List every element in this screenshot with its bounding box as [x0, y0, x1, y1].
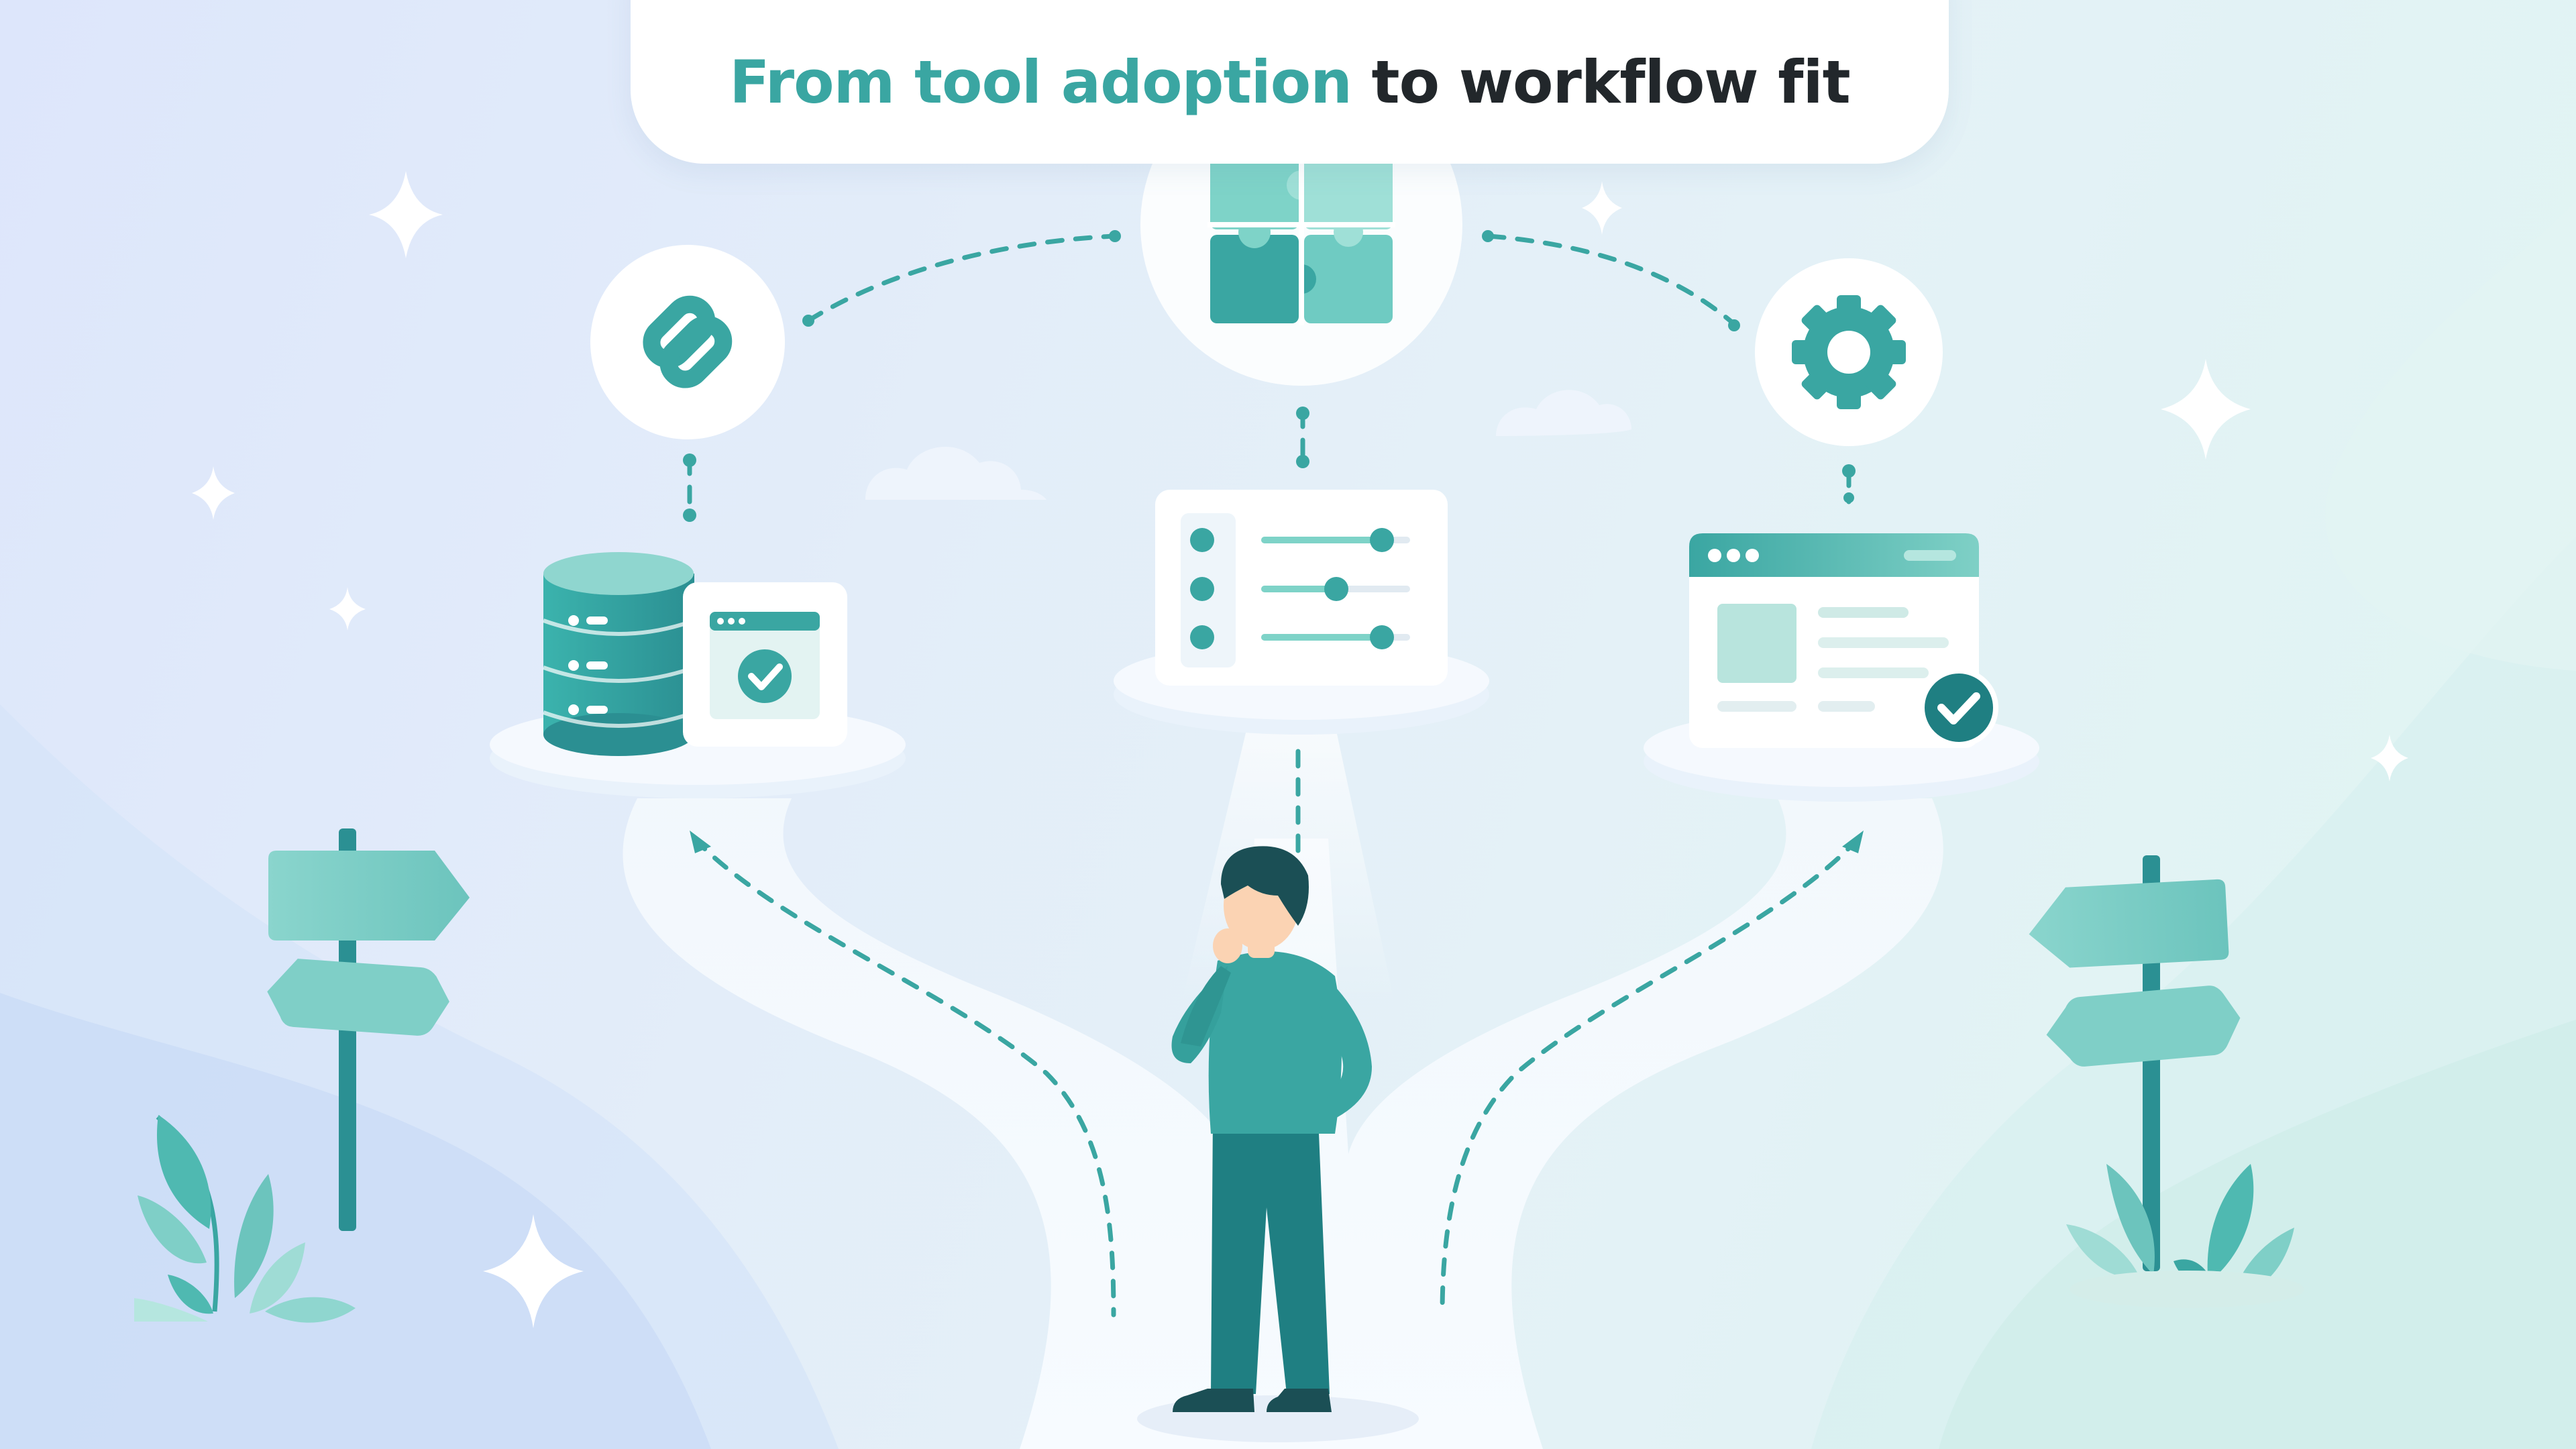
- title-rest: to workflow fit: [1371, 47, 1851, 117]
- left-signpost: [267, 828, 470, 1231]
- database-icon: [542, 552, 696, 756]
- title-card: From tool adoption to workflow fit: [631, 0, 1949, 164]
- link-node: [590, 245, 785, 439]
- person-figure: [1137, 846, 1419, 1442]
- center-platform: [1114, 490, 1489, 735]
- left-plant: [134, 1115, 356, 1323]
- gear-node: [1755, 258, 1943, 446]
- puzzle-icon: [1208, 138, 1395, 325]
- title-highlight: From tool adoption: [729, 47, 1352, 117]
- sparkle-decorations: [192, 171, 2408, 1328]
- browser-window-check-icon: [1689, 533, 1998, 748]
- settings-sliders-icon: [1155, 490, 1448, 686]
- right-platform: [1644, 533, 2039, 802]
- page-title: From tool adoption to workflow fit: [729, 47, 1851, 117]
- left-platform: [490, 552, 906, 798]
- cloud-decoration: [865, 390, 1631, 500]
- dashed-connectors: [687, 233, 1861, 1318]
- connector-endpoints: [683, 230, 1864, 853]
- link-chain-icon: [643, 295, 733, 388]
- browser-check-icon: [683, 582, 847, 747]
- right-plant: [2066, 1164, 2304, 1308]
- gear-icon: [1792, 295, 1906, 409]
- right-signpost: [2029, 855, 2241, 1271]
